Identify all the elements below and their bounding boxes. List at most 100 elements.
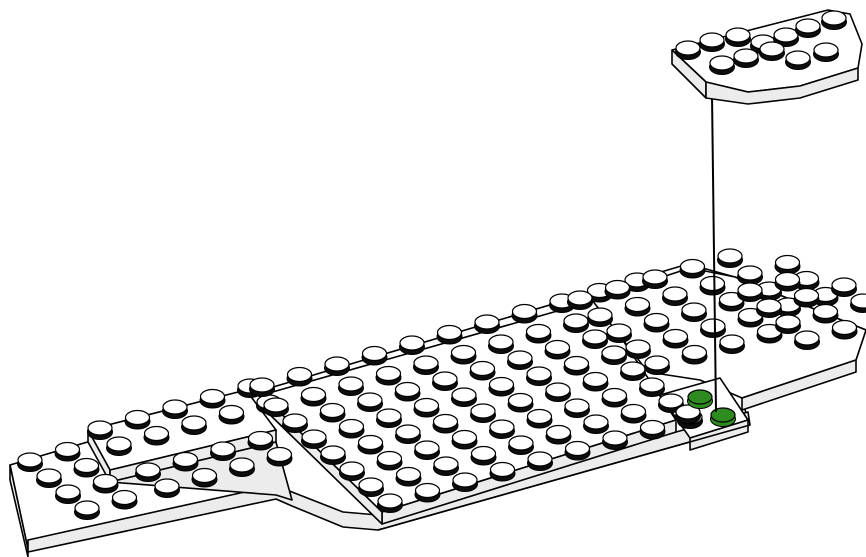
stud (794, 289, 819, 308)
stud (18, 453, 43, 472)
stud (359, 478, 384, 497)
stud (775, 273, 800, 292)
stud (701, 319, 726, 338)
stud (453, 473, 478, 492)
stud (509, 436, 534, 455)
stud (490, 420, 515, 439)
stud (607, 324, 632, 343)
stud (757, 299, 782, 318)
stud (583, 330, 608, 349)
stud (775, 256, 800, 275)
stud (248, 432, 273, 451)
stud (564, 314, 589, 333)
stud (395, 383, 420, 402)
stud (832, 321, 857, 340)
stud (738, 266, 763, 285)
stud (625, 298, 650, 317)
stud (640, 421, 665, 440)
stud (144, 427, 169, 446)
target-stud-highlight (688, 390, 713, 409)
stud (545, 341, 570, 360)
stud (211, 442, 236, 461)
stud (489, 335, 514, 354)
stud (163, 400, 188, 419)
stud (718, 249, 743, 268)
stud (433, 415, 458, 434)
stud (760, 42, 785, 61)
stud (339, 377, 364, 396)
stud (508, 394, 533, 413)
stud (377, 409, 402, 428)
stud (643, 270, 668, 289)
stud (813, 305, 838, 324)
stud (682, 303, 707, 322)
stud (301, 388, 326, 407)
stud (200, 390, 225, 409)
stud (738, 283, 763, 302)
stud (588, 308, 613, 327)
stud (680, 260, 705, 279)
stud (710, 56, 735, 75)
stud (302, 430, 327, 449)
stud (107, 437, 132, 456)
stud (400, 336, 425, 355)
stud (452, 431, 477, 450)
stud (640, 378, 665, 397)
stud (471, 447, 496, 466)
stud (490, 463, 515, 482)
stud (112, 491, 137, 510)
stud (415, 484, 440, 503)
stud (182, 416, 207, 435)
stud (376, 367, 401, 386)
stud (192, 469, 217, 488)
target-stud-highlight (711, 408, 736, 427)
stud (415, 441, 440, 460)
stud (528, 452, 553, 471)
stud (267, 448, 292, 467)
stud (786, 51, 811, 70)
stud (287, 368, 312, 387)
stud (470, 362, 495, 381)
stud (512, 305, 537, 324)
stud (414, 356, 439, 375)
stud (136, 463, 161, 482)
stud (74, 459, 99, 478)
stud (546, 383, 571, 402)
stud (358, 436, 383, 455)
stud (219, 406, 244, 425)
stud (508, 351, 533, 370)
stud (321, 446, 346, 465)
stud (621, 362, 646, 381)
stud (526, 325, 551, 344)
stud (564, 357, 589, 376)
stud (378, 494, 403, 513)
stud (776, 315, 801, 334)
stud (795, 331, 820, 350)
stud (726, 28, 751, 47)
stud (621, 405, 646, 424)
stud (602, 389, 627, 408)
stud (676, 41, 701, 60)
stud (433, 372, 458, 391)
stud (434, 457, 459, 476)
stud (602, 346, 627, 365)
stud (644, 314, 669, 333)
stud (584, 415, 609, 434)
stud (605, 281, 630, 300)
stud (565, 442, 590, 461)
stud (264, 398, 289, 417)
stud (414, 399, 439, 418)
stud (377, 452, 402, 471)
stud (325, 357, 350, 376)
stud (832, 278, 857, 297)
stud (339, 420, 364, 439)
stud (56, 485, 81, 504)
stud (155, 479, 180, 498)
stud (565, 399, 590, 418)
stud (603, 431, 628, 450)
stud (734, 49, 759, 68)
stud (358, 393, 383, 412)
stud (88, 421, 113, 440)
stud (437, 326, 462, 345)
